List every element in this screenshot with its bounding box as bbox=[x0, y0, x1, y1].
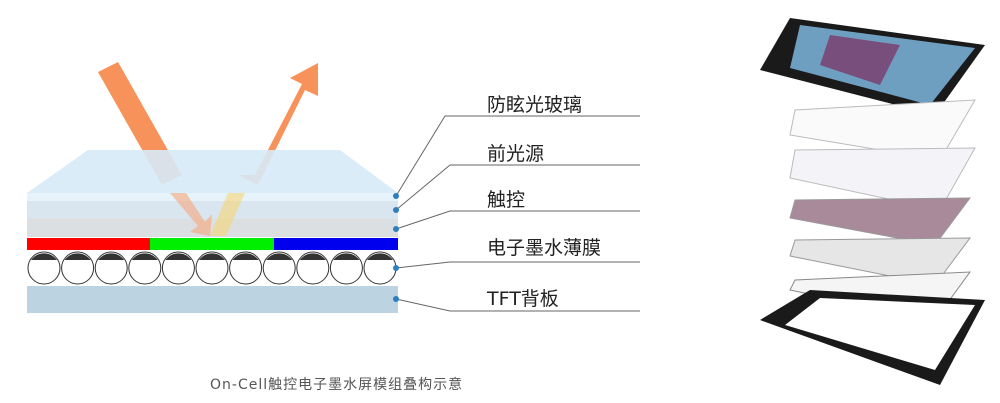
black-pigment bbox=[333, 253, 360, 260]
blue-color-filter bbox=[274, 238, 398, 250]
tft-backplane-layer bbox=[27, 286, 398, 313]
arrow-inside-down bbox=[170, 193, 212, 236]
black-pigment bbox=[64, 253, 91, 260]
arrow-inside-up bbox=[210, 193, 245, 236]
leader-dots bbox=[393, 193, 399, 302]
touch-layer bbox=[27, 219, 398, 237]
anti-glare-glass-layer bbox=[27, 193, 398, 201]
black-pigment bbox=[232, 253, 259, 260]
black-pigment bbox=[299, 253, 326, 260]
e-ink-microcapsules bbox=[27, 251, 397, 285]
reflected-light-arrow bbox=[238, 63, 318, 185]
label-e-ink-film: 电子墨水薄膜 bbox=[487, 237, 602, 259]
glass-top-surface bbox=[27, 150, 398, 193]
black-pigment bbox=[367, 253, 393, 260]
black-pigment bbox=[131, 253, 158, 260]
black-pigment bbox=[98, 253, 125, 260]
front-light-layer bbox=[27, 201, 398, 219]
label-touch: 触控 bbox=[487, 189, 526, 211]
label-anti-glare-glass: 防眩光玻璃 bbox=[487, 94, 583, 116]
black-pigment bbox=[266, 253, 293, 260]
green-color-filter bbox=[150, 238, 274, 250]
label-tft-backplane: TFT背板 bbox=[487, 288, 559, 310]
exploded-ereader-illustration bbox=[760, 18, 985, 385]
red-color-filter bbox=[27, 238, 150, 250]
caption: On-Cell触控电子墨水屏模组叠构示意 bbox=[210, 377, 464, 393]
leader-lines bbox=[395, 115, 640, 312]
black-pigment bbox=[165, 253, 192, 260]
black-pigment bbox=[31, 253, 57, 260]
label-front-light: 前光源 bbox=[487, 143, 545, 165]
black-pigment bbox=[199, 253, 225, 260]
